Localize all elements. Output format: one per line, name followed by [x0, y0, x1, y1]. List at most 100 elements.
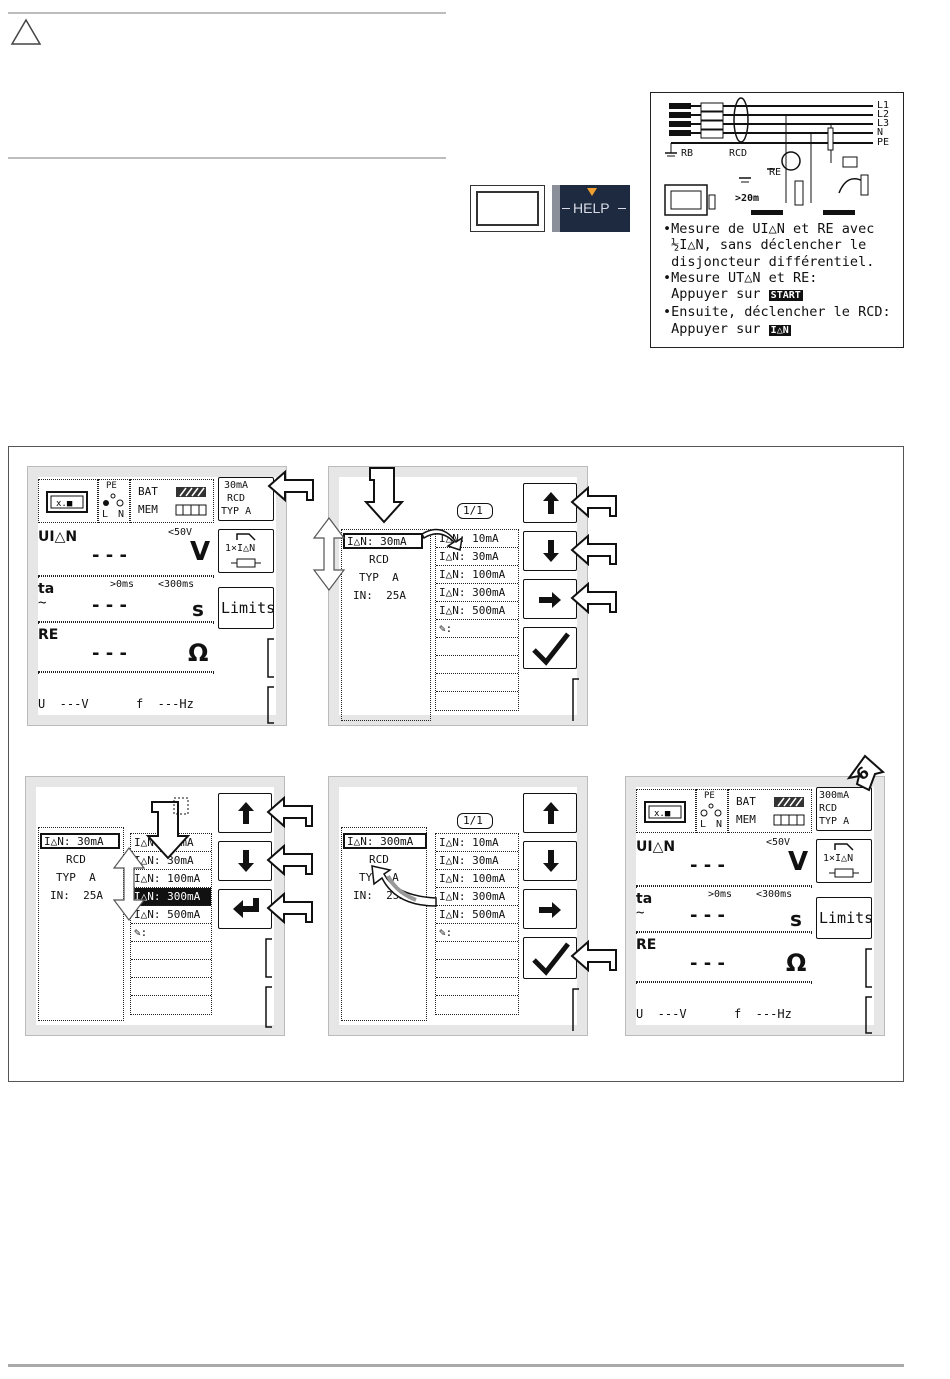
- down-arrow-button[interactable]: [523, 531, 577, 571]
- waveform-icon: [834, 843, 854, 851]
- list-item[interactable]: I△N: 100mA: [436, 566, 518, 584]
- list-item[interactable]: I△N: 500mA: [436, 906, 518, 924]
- arrow-down-icon: [238, 850, 254, 872]
- step-marker: 6: [845, 752, 886, 792]
- right-arrow-button[interactable]: [523, 889, 577, 929]
- arrow-right-icon: [539, 902, 561, 918]
- start-key-ref: START: [768, 290, 803, 302]
- arrow-up-icon: [238, 802, 254, 824]
- down-arrow-button[interactable]: [523, 841, 577, 881]
- single-idn-button[interactable]: 1×I△N: [218, 529, 274, 573]
- probe-icon: [231, 558, 261, 568]
- waveform-icon: [236, 533, 256, 541]
- list-item-selected[interactable]: I△N: 300mA: [131, 888, 211, 906]
- distance-label: >20m: [735, 193, 760, 204]
- memory-icon: [773, 814, 805, 826]
- down-pointer-arrow-icon: [363, 467, 405, 524]
- plug-icon: [103, 493, 124, 507]
- battery-icon: [176, 487, 206, 497]
- pointer-arrow-icon: [570, 939, 617, 973]
- checkmark-icon: [532, 632, 570, 666]
- svg-text:x.■: x.■: [654, 809, 671, 819]
- limits-button[interactable]: Limits: [816, 897, 873, 939]
- double-arrow-icon: [112, 847, 146, 921]
- single-idn-button[interactable]: 1×I△N: [816, 839, 872, 883]
- ui-value: - - -: [92, 545, 127, 566]
- pointer-arrow-icon: [570, 581, 617, 615]
- enter-button[interactable]: [218, 889, 272, 929]
- plug-icon: [700, 803, 722, 817]
- warning-icon: [10, 18, 42, 45]
- idn-key-ref: I△N: [768, 324, 791, 336]
- up-arrow-button[interactable]: [523, 793, 577, 833]
- meter-icon: x.■: [46, 491, 88, 513]
- list-item[interactable]: I△N: 300mA: [436, 888, 518, 906]
- limits-button[interactable]: Limits: [218, 587, 275, 629]
- re-label: RE: [769, 167, 782, 178]
- memory-icon: [175, 504, 207, 516]
- pointer-arrow-icon: [267, 469, 314, 503]
- screen-parameter-selecting: I△N: 30mA RCD TYP A IN: 25A I△N: 10mA I△…: [25, 776, 285, 1036]
- screen-measurement-updated: x.■ PE L N BAT MEM 300mA RCD TYP A UI△N …: [625, 776, 885, 1036]
- help-screen: L1 L2 L3 N PE RB RCD RE >20m •Mesure de …: [650, 92, 904, 348]
- list-item[interactable]: I△N: 100mA: [131, 870, 211, 888]
- rcd-type-button[interactable]: 300mA RCD TYP A: [816, 787, 872, 831]
- pointer-arrow-icon: [266, 891, 313, 925]
- screen-parameter-applied: 1/1 I△N: 300mA RCD TYP A IN: 25A I△N: 10…: [328, 776, 588, 1036]
- marker-icon: [587, 188, 597, 196]
- help-key-label: HELP: [573, 200, 610, 216]
- blank-key[interactable]: [470, 185, 545, 232]
- list-item[interactable]: I△N: 30mA: [436, 548, 518, 566]
- l1-label: L1: [877, 100, 890, 111]
- list-item[interactable]: I△N: 100mA: [436, 870, 518, 888]
- down-pointer-arrow-icon: [145, 797, 191, 860]
- page-indicator: 1/1: [457, 813, 493, 829]
- rb-label: RB: [681, 148, 694, 159]
- up-arrow-button[interactable]: [523, 483, 577, 523]
- pointer-arrow-icon: [266, 795, 313, 829]
- memo-item[interactable]: ✎:: [436, 924, 518, 942]
- list-item[interactable]: I△N: 300mA: [436, 584, 518, 602]
- checkmark-icon: [532, 942, 570, 976]
- wiring-diagram: [664, 97, 873, 216]
- procedure-frame: [8, 446, 904, 1082]
- pointer-arrow-icon: [570, 485, 617, 519]
- rcd-type-button[interactable]: 30mA RCD TYP A: [218, 477, 274, 521]
- arrow-down-icon: [543, 540, 559, 562]
- list-item[interactable]: I△N: 30mA: [436, 852, 518, 870]
- arrow-up-icon: [543, 492, 559, 514]
- list-item[interactable]: I△N: 10mA: [436, 834, 518, 852]
- help-text: •Mesure de UI△N et RE avec ½I△N, sans dé…: [663, 221, 891, 337]
- arrow-up-icon: [543, 802, 559, 824]
- l3-label: L3: [877, 118, 890, 129]
- pointer-arrow-icon: [266, 843, 313, 877]
- step-arrow-icon: [846, 754, 886, 792]
- arrow-right-icon: [539, 592, 561, 608]
- up-arrow-button[interactable]: [218, 793, 272, 833]
- ui-label: UI△N: [38, 529, 78, 545]
- curved-arrow-icon: [371, 865, 437, 907]
- l2-label: L2: [877, 109, 890, 120]
- screen-measurement-initial: x.■ PE L N BAT MEM 30mA RCD TYP A UI△N <…: [27, 466, 287, 726]
- right-arrow-button[interactable]: [523, 579, 577, 619]
- meter-icon: x.■: [644, 801, 686, 823]
- list-item[interactable]: I△N: 500mA: [436, 602, 518, 620]
- double-arrow-icon: [312, 517, 346, 591]
- probe-icon: [829, 868, 859, 878]
- pointer-arrow-icon: [570, 533, 617, 567]
- list-item[interactable]: I△N: 500mA: [131, 906, 211, 924]
- n-label: N: [877, 127, 884, 138]
- page-indicator: 1/1: [457, 503, 493, 519]
- battery-icon: [774, 797, 804, 807]
- enter-icon: [233, 898, 259, 918]
- down-arrow-button[interactable]: [218, 841, 272, 881]
- confirm-button[interactable]: [523, 627, 577, 669]
- memo-item[interactable]: ✎:: [131, 924, 211, 942]
- curved-arrow-icon: [421, 528, 464, 551]
- rcd-label: RCD: [729, 148, 748, 159]
- confirm-button[interactable]: [523, 937, 577, 979]
- pe-label: PE: [877, 137, 890, 148]
- svg-text:x.■: x.■: [56, 499, 73, 509]
- help-key[interactable]: HELP: [552, 185, 630, 232]
- memo-item[interactable]: ✎:: [436, 620, 518, 638]
